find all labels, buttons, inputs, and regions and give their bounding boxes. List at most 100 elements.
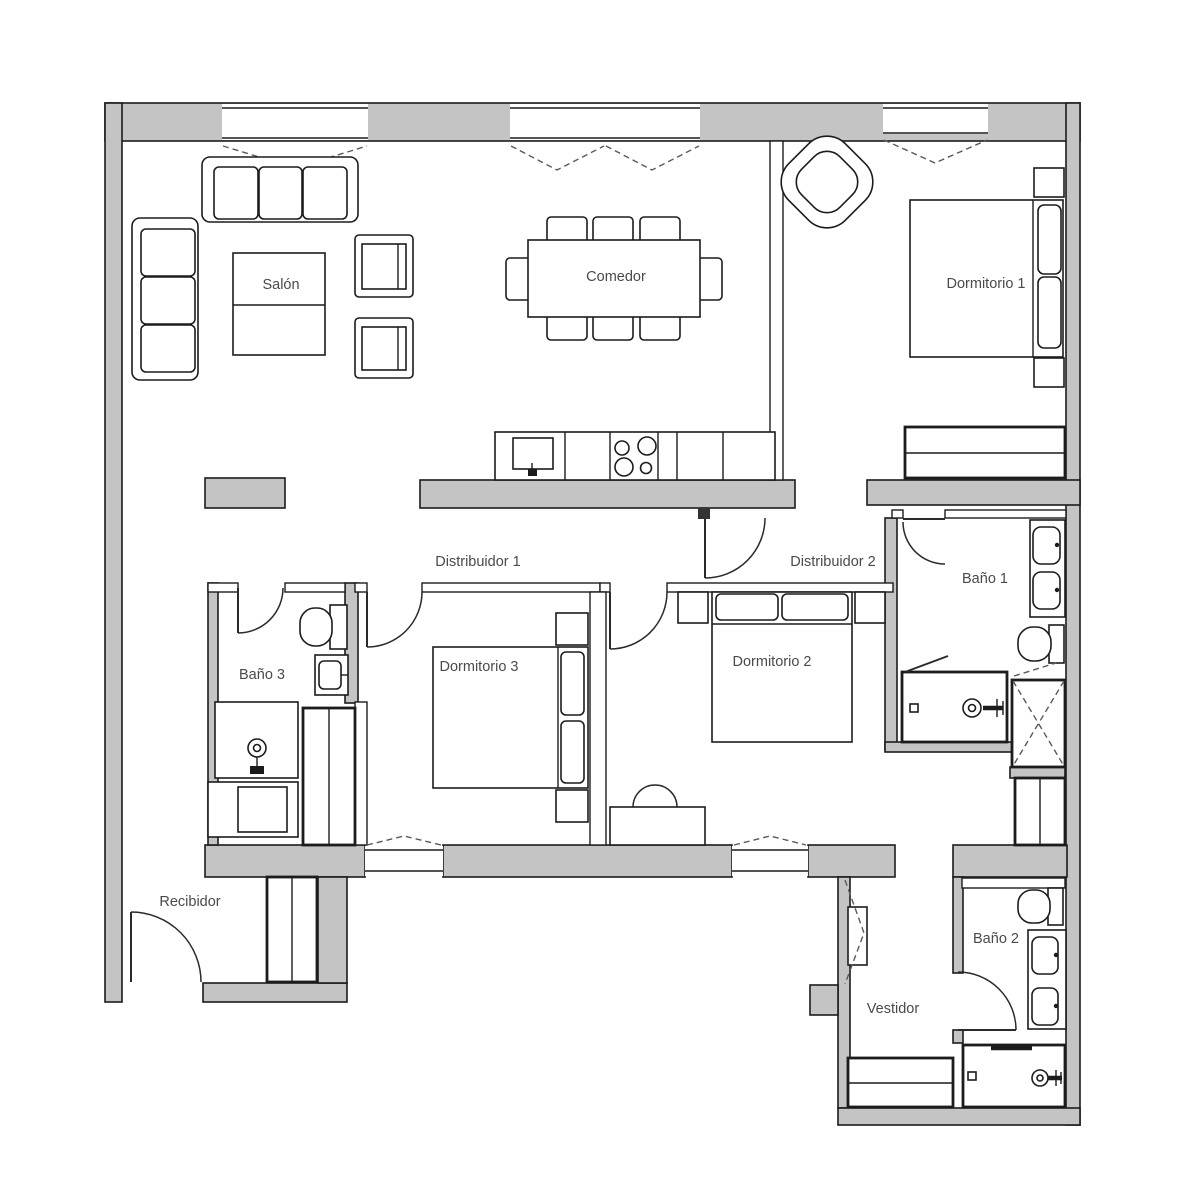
room-label-bano1: Baño 1	[962, 571, 1008, 587]
pillow-icon	[715, 593, 779, 621]
wardrobe-icon	[846, 1056, 955, 1109]
window-dormitorio1	[883, 104, 988, 164]
wall-recibidor-bottom	[202, 982, 348, 1003]
shower-tray-icon	[214, 701, 299, 779]
wall-dorm2-north-left	[599, 582, 611, 593]
toilet-icon	[299, 604, 348, 650]
dorm3-door-swing-icon	[366, 591, 423, 648]
salon-furniture	[131, 156, 414, 381]
washbasin-icon	[1027, 929, 1067, 1030]
room-label-bano3: Baño 3	[239, 667, 285, 683]
window-salon	[222, 104, 368, 169]
wardrobe-icon	[301, 706, 357, 847]
vestidor-folding-door-icon	[844, 879, 868, 985]
room-label-dormitorio1: Dormitorio 1	[947, 276, 1026, 292]
wardrobe-icon	[265, 875, 319, 984]
wall-bottom	[837, 1107, 1081, 1126]
room-label-distribuidor2: Distribuidor 2	[790, 554, 875, 570]
double-bed-icon	[432, 646, 589, 789]
dorm2-door-swing-icon	[609, 591, 668, 650]
wall-bano3-north-right	[284, 582, 346, 593]
washbasin-icon	[1029, 519, 1066, 618]
bano2-fixtures	[961, 887, 1067, 1109]
interior-walls	[207, 140, 1067, 889]
dormitorio3-furniture	[432, 612, 589, 823]
drain-icon	[909, 703, 919, 713]
wall-shower-south	[884, 741, 1013, 753]
nightstand-icon	[1033, 357, 1065, 388]
entrance-door-swing-icon	[130, 911, 202, 983]
coffee-table-icon	[232, 252, 326, 356]
nightstand-icon	[555, 789, 589, 823]
bano1-fixtures	[900, 519, 1067, 847]
wall-south-band-center	[442, 844, 733, 878]
wall-left	[104, 102, 123, 1003]
wall-bano2-divider-lower	[952, 1029, 964, 1044]
wall-recibidor-top-band	[204, 844, 366, 878]
wall-xshower-south	[1009, 766, 1066, 779]
double-bed-icon	[909, 199, 1064, 358]
pillow-icon	[560, 651, 585, 716]
wall-dorm3-north-right	[421, 582, 601, 593]
double-bed-icon	[711, 591, 853, 743]
wall-dorm3-west	[354, 701, 368, 846]
wall-south-band-bano2	[952, 844, 1068, 878]
dining-table-icon	[527, 239, 701, 318]
window-dormitorio2	[732, 835, 808, 876]
dormitorio1-furniture	[780, 135, 1067, 480]
wall-kitchen-band	[419, 479, 796, 509]
desk-icon	[609, 784, 706, 846]
recibidor-furniture	[265, 875, 319, 984]
mirror-icon	[847, 906, 868, 966]
washing-machine-icon	[207, 781, 299, 838]
wall-recibidor-column	[317, 876, 348, 984]
bano1-door-swing-icon	[902, 518, 946, 565]
pillow-icon	[1037, 204, 1062, 275]
pillow-icon	[781, 593, 849, 621]
wall-dorm1-south-band	[866, 479, 1081, 506]
wall-bano2-north	[961, 877, 1066, 889]
sofa-icon	[201, 156, 359, 223]
drain-icon	[967, 1071, 977, 1081]
doors	[130, 508, 1017, 1031]
washbasin-icon	[314, 654, 349, 696]
wall-comedor-dorm1-divider	[769, 140, 784, 481]
comedor-furniture	[505, 216, 723, 341]
shower-tray-icon	[1010, 662, 1067, 769]
room-labels: Salón Comedor Dormitorio 1 Distribuidor …	[159, 269, 1025, 1017]
vestidor-furniture	[846, 1056, 955, 1109]
armchair-icon	[354, 234, 414, 298]
bano2-door-swing-icon	[957, 971, 1017, 1031]
window-comedor	[510, 104, 700, 171]
dormitorio2-furniture	[609, 591, 886, 846]
wall-dorm3-north-left	[354, 582, 368, 593]
sofa-icon	[131, 217, 199, 381]
room-label-salon: Salón	[262, 277, 299, 293]
wall-south-band-dorm2	[807, 844, 896, 878]
room-label-bano2: Baño 2	[973, 931, 1019, 947]
distribuidor-door-swing-icon	[698, 508, 766, 579]
shower-door-icon	[904, 655, 949, 673]
wall-bano1-north-right	[944, 509, 1067, 519]
room-label-dormitorio2: Dormitorio 2	[733, 654, 812, 670]
sink-icon	[512, 437, 554, 476]
pillow-icon	[1037, 276, 1062, 349]
wall-bano2-divider-upper	[952, 876, 964, 974]
corner-chair-icon	[780, 135, 874, 229]
bathtub-icon	[961, 1043, 1067, 1109]
room-label-comedor: Comedor	[586, 269, 646, 285]
wall-stub-west	[204, 477, 286, 509]
wall-dorm3-dorm2-divider	[589, 591, 607, 846]
wardrobe-icon	[903, 425, 1067, 480]
wall-right	[1065, 102, 1081, 1126]
pillow-icon	[560, 720, 585, 784]
shower-tray-icon	[900, 655, 1009, 744]
room-label-distribuidor1: Distribuidor 1	[435, 554, 520, 570]
wall-vestidor-pillar	[809, 984, 839, 1016]
armchair-icon	[354, 317, 414, 379]
windows	[222, 104, 988, 876]
wall-bano1-west	[884, 517, 898, 751]
nightstand-icon	[854, 591, 886, 624]
room-label-vestidor: Vestidor	[867, 1001, 920, 1017]
